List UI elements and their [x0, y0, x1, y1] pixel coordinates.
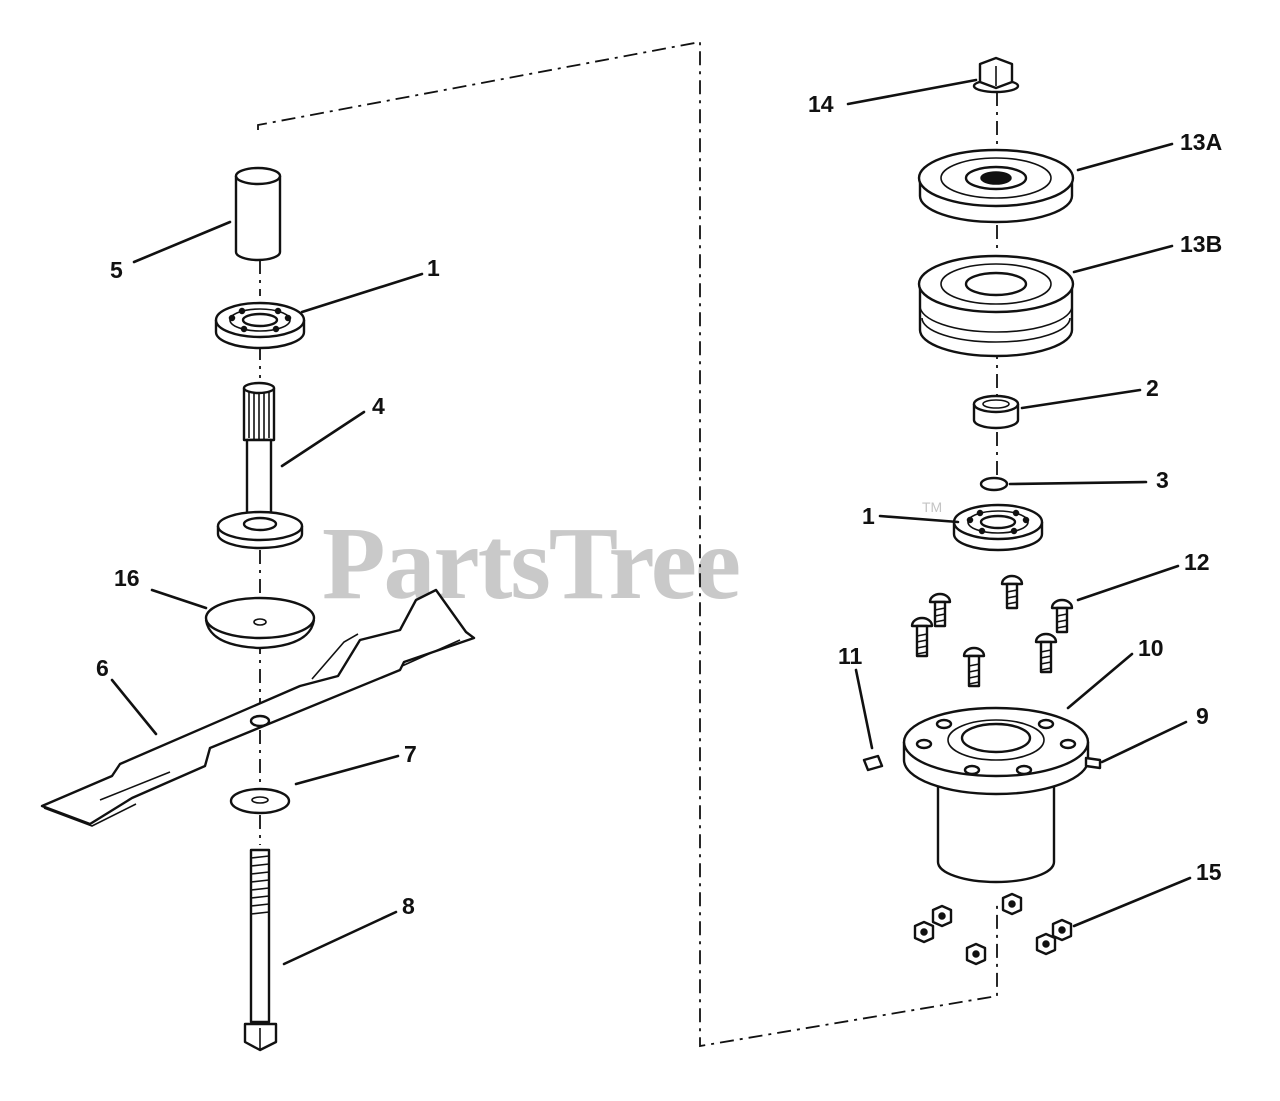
pulley-part-13b [917, 254, 1075, 358]
blade-washer-part-7 [229, 787, 291, 815]
callout-4: 4 [372, 393, 385, 419]
callout-8: 8 [402, 893, 415, 919]
callout-3: 3 [1156, 467, 1169, 493]
callout-10: 10 [1138, 635, 1164, 661]
callout-9: 9 [1196, 703, 1209, 729]
callout-7: 7 [404, 741, 417, 767]
bearing-part-1-left [214, 301, 306, 350]
retaining-ring-part-3 [979, 476, 1009, 492]
callout-13b: 13B [1180, 231, 1222, 257]
grease-fitting-part-11 [862, 754, 884, 772]
watermark: PartsTree TM [322, 499, 942, 621]
callout-15: 15 [1196, 859, 1222, 885]
callout-12: 12 [1184, 549, 1210, 575]
callout-5: 5 [110, 257, 123, 283]
flange-nut-part-14 [972, 56, 1020, 94]
spacer-part-2 [972, 394, 1020, 430]
spacer-tube-part-5 [234, 166, 282, 262]
callout-labels: 5 1 4 16 6 7 8 14 13A 13B 2 3 1 12 11 10… [96, 91, 1222, 919]
cup-washer-part-16 [204, 596, 316, 650]
hex-nuts-part-15 [913, 892, 1073, 966]
pulley-part-13a [917, 148, 1075, 224]
watermark-trademark: TM [922, 499, 942, 515]
mower-blade-part-6 [40, 588, 476, 827]
callout-13a: 13A [1180, 129, 1222, 155]
leader-lines [110, 78, 1192, 966]
zerk-fitting-part-9 [1084, 756, 1102, 770]
callout-1-right: 1 [862, 503, 875, 529]
spindle-shaft-part-4 [216, 381, 304, 550]
callout-14: 14 [808, 91, 834, 117]
callout-1-left: 1 [427, 255, 440, 281]
bearing-part-1-right [952, 503, 1044, 552]
callout-11: 11 [838, 643, 863, 669]
callout-2: 2 [1146, 375, 1159, 401]
blade-bolt-part-8 [243, 848, 278, 1052]
assembly-axis-line [257, 40, 998, 1048]
callout-6: 6 [96, 655, 109, 681]
spindle-housing-part-10 [902, 706, 1090, 884]
carriage-bolts-part-12 [910, 574, 1074, 688]
callout-16: 16 [114, 565, 140, 591]
watermark-brand: PartsTree [322, 506, 739, 621]
